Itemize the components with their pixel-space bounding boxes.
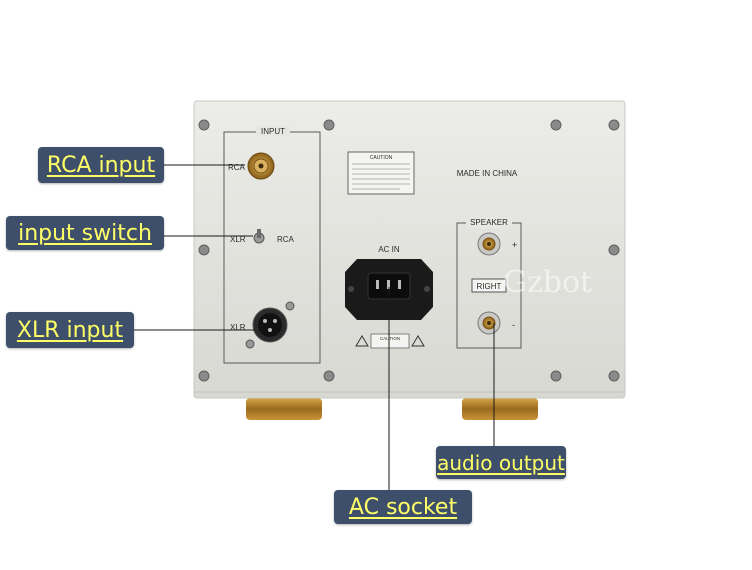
rca-jack-label: RCA xyxy=(228,163,246,172)
callout-leaders xyxy=(134,164,495,490)
rca-jack xyxy=(247,152,275,180)
plus-sign: + xyxy=(512,240,517,250)
right-channel-badge xyxy=(471,278,507,293)
input-toggle-switch xyxy=(253,229,265,244)
left-foot xyxy=(246,398,322,420)
xlr-jack xyxy=(245,301,295,349)
callout-rca-input: RCA input xyxy=(38,147,164,183)
caution-label-top: CAUTION xyxy=(347,151,415,195)
xlr-jack-label: XLR xyxy=(230,323,246,332)
chassis xyxy=(193,100,626,399)
callout-xlr-input: XLR input xyxy=(6,312,134,348)
svg-text:CAUTION: CAUTION xyxy=(380,336,400,341)
callout-ac-socket: AC socket xyxy=(334,490,472,524)
callout-audio-output: audio output xyxy=(436,446,566,479)
switch-right-label: RCA xyxy=(277,235,295,244)
speaker-terminal-positive xyxy=(477,232,501,256)
speaker-title: SPEAKER xyxy=(470,218,508,227)
switch-left-label: XLR xyxy=(230,235,246,244)
watermark-text: Gzbot xyxy=(503,265,592,300)
chassis-screws xyxy=(198,119,620,382)
minus-sign: - xyxy=(512,320,515,330)
input-title: INPUT xyxy=(261,127,285,136)
speaker-terminal-negative xyxy=(477,311,501,335)
right-foot xyxy=(462,398,538,420)
right-channel-label: RIGHT xyxy=(477,282,502,291)
caution-label-bottom: CAUTION xyxy=(355,333,425,349)
callout-input-switch: input switch xyxy=(6,216,164,250)
ac-in-label: AC IN xyxy=(378,245,400,254)
svg-text:CAUTION: CAUTION xyxy=(370,155,393,161)
made-in-china-label: MADE IN CHINA xyxy=(457,169,518,178)
